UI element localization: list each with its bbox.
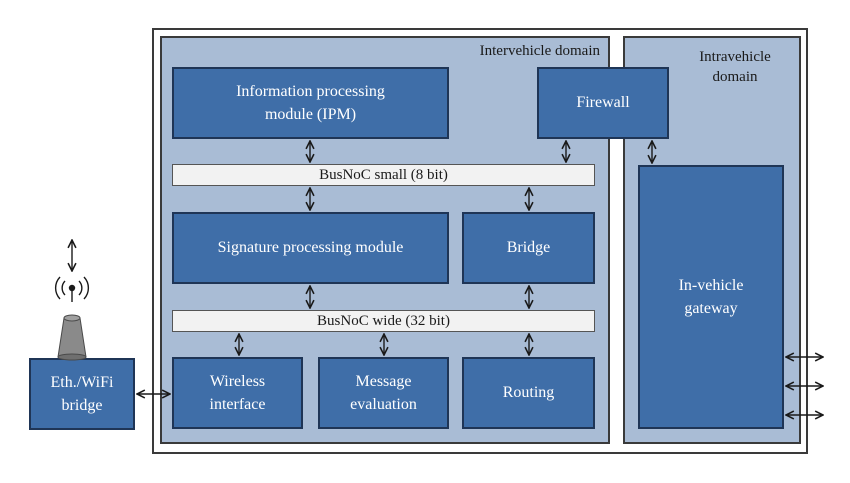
in-vehicle-gateway-module: In-vehicle gateway: [638, 165, 784, 429]
wireless-signal-icon: [54, 276, 90, 302]
ipm-module: Information processing module (IPM): [172, 67, 449, 139]
bridge-module: Bridge: [462, 212, 595, 284]
wireless-interface-module: Wireless interface: [172, 357, 303, 429]
signature-processing-module: Signature processing module: [172, 212, 449, 284]
intervehicle-domain-label: Intervehicle domain: [479, 43, 600, 59]
busnoc-small: BusNoC small (8 bit): [172, 164, 595, 186]
intravehicle-domain-label: Intravehicle domain: [699, 49, 771, 85]
routing-module: Routing: [462, 357, 595, 429]
antenna-icon: [57, 314, 87, 361]
firewall-module: Firewall: [537, 67, 669, 139]
busnoc-wide: BusNoC wide (32 bit): [172, 310, 595, 332]
eth-wifi-bridge-module: Eth./WiFi bridge: [29, 358, 135, 430]
message-evaluation-module: Message evaluation: [318, 357, 449, 429]
